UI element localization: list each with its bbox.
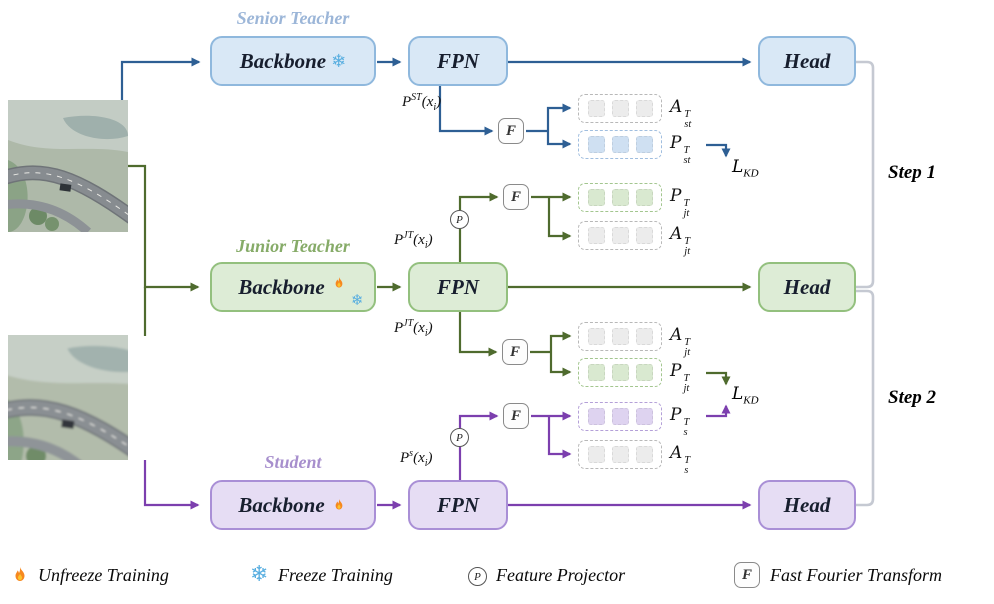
fourier-icon-legend: F [734, 562, 760, 588]
feature-cell [635, 446, 653, 463]
feature-map-a-s [578, 440, 662, 469]
projector-circle-junior: P [450, 210, 469, 229]
kd-loss-label-1: LKD [732, 157, 759, 180]
senior-fpn-label: FPN [437, 48, 479, 73]
feature-cell [611, 189, 629, 206]
feature-cell [635, 227, 653, 244]
snowflake-icon: ❄ [351, 291, 364, 309]
aerial-photo-1 [8, 100, 128, 232]
aerial-photo-2-art [8, 335, 128, 460]
feature-cell [587, 136, 605, 153]
junior-head-node: Head [758, 262, 856, 312]
student-fpn-node: FPN [408, 480, 508, 530]
legend-projector-label: Feature Projector [496, 565, 626, 585]
feature-map-p-s [578, 402, 662, 431]
student-fpn-label: FPN [437, 492, 479, 517]
snowflake-icon: ❄ [331, 50, 347, 72]
feature-cell [587, 364, 605, 381]
flame-icon [335, 277, 343, 288]
feature-map-a-st [578, 94, 662, 123]
student-head-label: Head [783, 492, 831, 517]
feature-map-a-jt-bottom [578, 322, 662, 351]
feature-cell [635, 189, 653, 206]
senior-backbone-label: Backbone [239, 48, 327, 73]
junior-backbone-node: Backbone ❄ [210, 262, 376, 312]
step1-label: Step 1 [888, 162, 937, 183]
projector-icon-legend: P [468, 567, 487, 586]
feature-cell [611, 328, 629, 345]
student-title: Student [264, 452, 322, 472]
feature-cell [587, 100, 605, 117]
senior-projection-label: PST(xi) [402, 92, 442, 113]
junior-fpn-label: FPN [437, 274, 479, 299]
junior-projection-label-down: PJT(xi) [394, 318, 433, 339]
flame-icon [335, 499, 343, 510]
feature-cell [611, 227, 629, 244]
feature-map-p-jt-bottom [578, 358, 662, 387]
feature-map-a-jt-top [578, 221, 662, 250]
junior-projection-label-up: PJT(xi) [394, 230, 433, 251]
feature-cell [611, 136, 629, 153]
fourier-box-junior-up: F [503, 184, 529, 210]
junior-fpn-node: FPN [408, 262, 508, 312]
aerial-photo-2 [8, 335, 128, 460]
projector-circle-student: P [450, 428, 469, 447]
kd-loss-label-2: LKD [732, 384, 759, 407]
student-backbone-label: Backbone [238, 492, 325, 517]
feature-cell [635, 408, 653, 425]
senior-fpn-node: FPN [408, 36, 508, 86]
feature-cell [587, 328, 605, 345]
feature-cell [635, 136, 653, 153]
senior-backbone-node: Backbone ❄ [210, 36, 376, 86]
feature-cell [635, 328, 653, 345]
fourier-box-student: F [503, 403, 529, 429]
feature-cell [611, 364, 629, 381]
flame-icon [15, 567, 25, 581]
fourier-box-junior-down: F [502, 339, 528, 365]
junior-head-label: Head [783, 274, 831, 299]
junior-backbone-label: Backbone [238, 274, 325, 299]
aerial-photo-1-art [8, 100, 128, 232]
feature-cell [587, 227, 605, 244]
feature-cell [611, 100, 629, 117]
feature-cell [635, 364, 653, 381]
student-backbone-node: Backbone [210, 480, 376, 530]
legend-fourier-label: Fast Fourier Transform [770, 565, 943, 585]
feature-cell [611, 446, 629, 463]
fourier-box-senior: F [498, 118, 524, 144]
feature-cell [587, 446, 605, 463]
student-head-node: Head [758, 480, 856, 530]
step2-label: Step 2 [888, 387, 937, 408]
feature-map-p-jt-top [578, 183, 662, 212]
feature-cell [587, 189, 605, 206]
feature-cell [611, 408, 629, 425]
senior-teacher-title: Senior Teacher [236, 8, 350, 28]
senior-head-label: Head [783, 48, 831, 73]
student-projection-label: Ps(xi) [400, 448, 433, 469]
feature-cell [587, 408, 605, 425]
senior-head-node: Head [758, 36, 856, 86]
snowflake-icon: ❄ [250, 562, 269, 587]
feature-map-p-st [578, 130, 662, 159]
feature-cell [635, 100, 653, 117]
legend-unfreeze-label: Unfreeze Training [38, 565, 169, 585]
junior-teacher-title: Junior Teacher [236, 236, 350, 256]
step-brackets [856, 60, 875, 507]
legend-freeze-label: Freeze Training [278, 565, 393, 585]
